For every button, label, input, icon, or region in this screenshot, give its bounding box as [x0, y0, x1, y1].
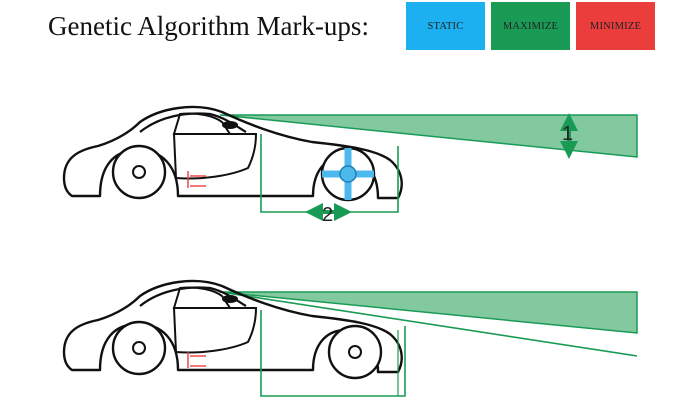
angle-marker-label: 1 — [562, 123, 573, 145]
car-top-door — [172, 133, 258, 180]
car-bottom-window — [172, 286, 232, 309]
car-top-rear-hub — [132, 165, 146, 179]
legend-minimize-label: MINIMIZE — [589, 20, 642, 32]
car-bottom-ride-height — [187, 352, 206, 368]
offset-marker-label: 2 — [322, 204, 333, 226]
legend-static-label: STATIC — [427, 20, 464, 32]
legend-static: STATIC — [406, 2, 485, 50]
car-bottom-angle-line — [219, 291, 638, 357]
car-bottom — [62, 279, 638, 397]
car-top-window — [172, 112, 232, 135]
legend-minimize: MINIMIZE — [576, 2, 655, 50]
car-bottom-door — [172, 307, 258, 354]
car-bottom-front-hub — [348, 345, 362, 359]
car-bottom-angle-wedge — [219, 291, 638, 334]
legend-maximize-label: MAXIMIZE — [502, 20, 559, 32]
car-bottom-wheel-box — [260, 310, 406, 397]
legend-maximize: MAXIMIZE — [491, 2, 570, 50]
car-top-ride-height — [187, 171, 206, 188]
car-top-mirror — [222, 121, 238, 129]
car-top — [62, 105, 638, 221]
car-top-angle-wedge — [219, 114, 638, 158]
diagram-title: Genetic Algorithm Mark-ups: — [48, 11, 369, 41]
car-bottom-mirror — [222, 295, 238, 303]
car-bottom-rear-hub — [132, 341, 146, 355]
